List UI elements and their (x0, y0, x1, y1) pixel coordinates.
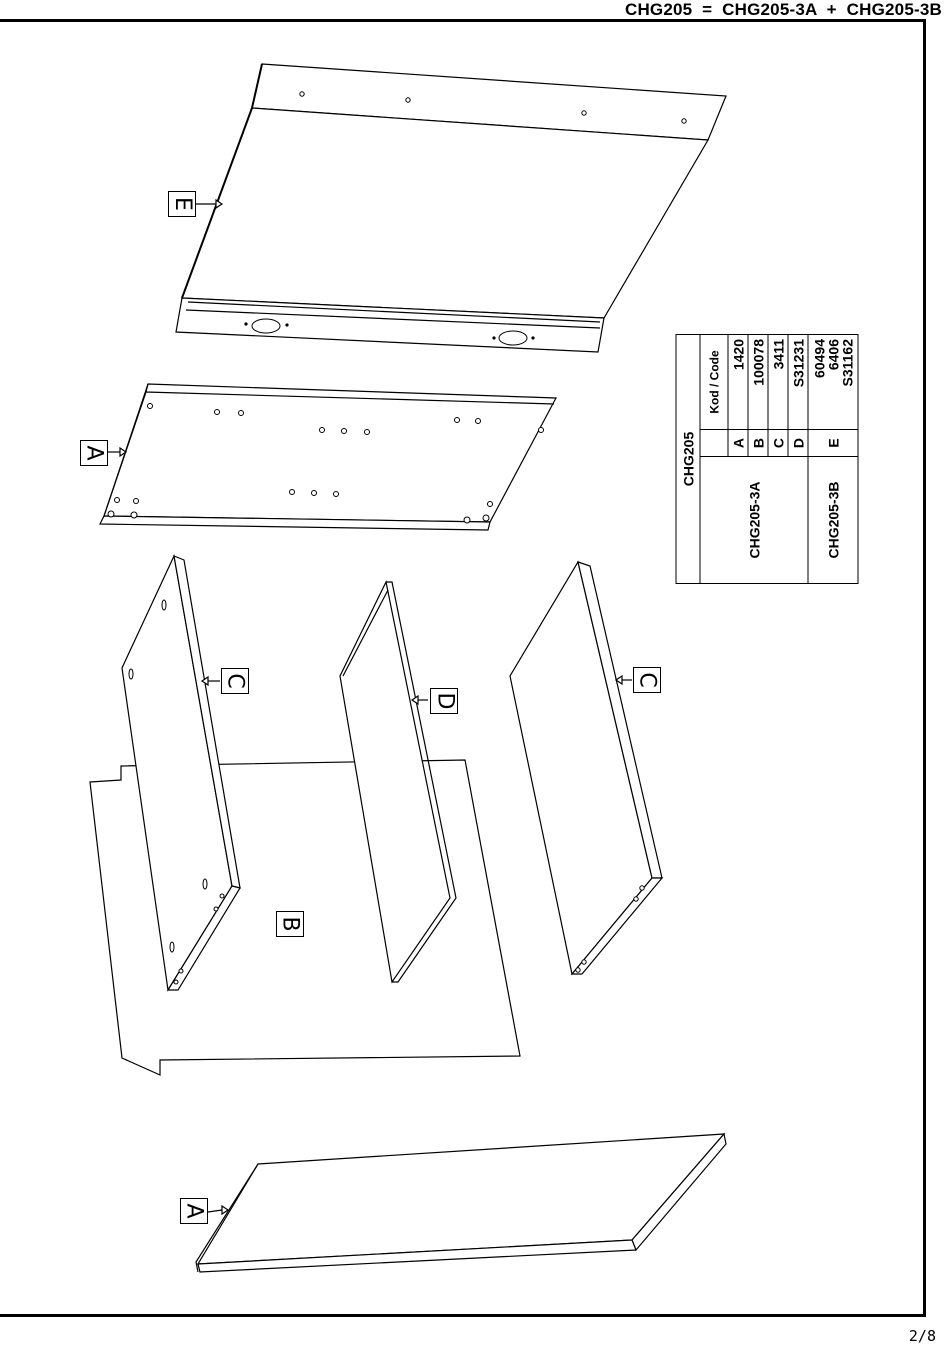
panel-e (176, 64, 726, 352)
code-header: Kod / Code (700, 335, 728, 430)
label-e: E (168, 191, 196, 217)
panel-a-upper (100, 384, 556, 530)
table-part: D (788, 430, 808, 457)
table-code: 100078 (748, 335, 768, 430)
label-c-left: C (221, 668, 249, 694)
page-number: 2/8 (909, 1327, 936, 1345)
table-part: B (748, 430, 768, 457)
table-code: 3411 (768, 335, 788, 430)
table-code: S31231 (788, 335, 808, 430)
panel-a-lower (196, 1134, 726, 1272)
side-panel-c-right (510, 562, 662, 974)
table-code: 1420 (728, 335, 748, 430)
set-name-3b: CHG205-3B (808, 457, 858, 584)
label-b: B (276, 911, 304, 937)
table-part: E (808, 430, 858, 457)
table-part: C (768, 430, 788, 457)
label-a-lower: A (180, 1198, 208, 1224)
table-code: 60494 6406 S31162 (808, 335, 858, 430)
label-a-upper: A (80, 440, 108, 466)
label-c-right: C (633, 667, 661, 693)
table-part: A (728, 430, 748, 457)
parts-table: CHG205 CHG205-3A Kod / Code A 1420 B 100… (696, 334, 838, 584)
table-product: CHG205 (676, 335, 700, 584)
set-name-3a: CHG205-3A (700, 457, 808, 584)
label-d: D (430, 688, 458, 714)
